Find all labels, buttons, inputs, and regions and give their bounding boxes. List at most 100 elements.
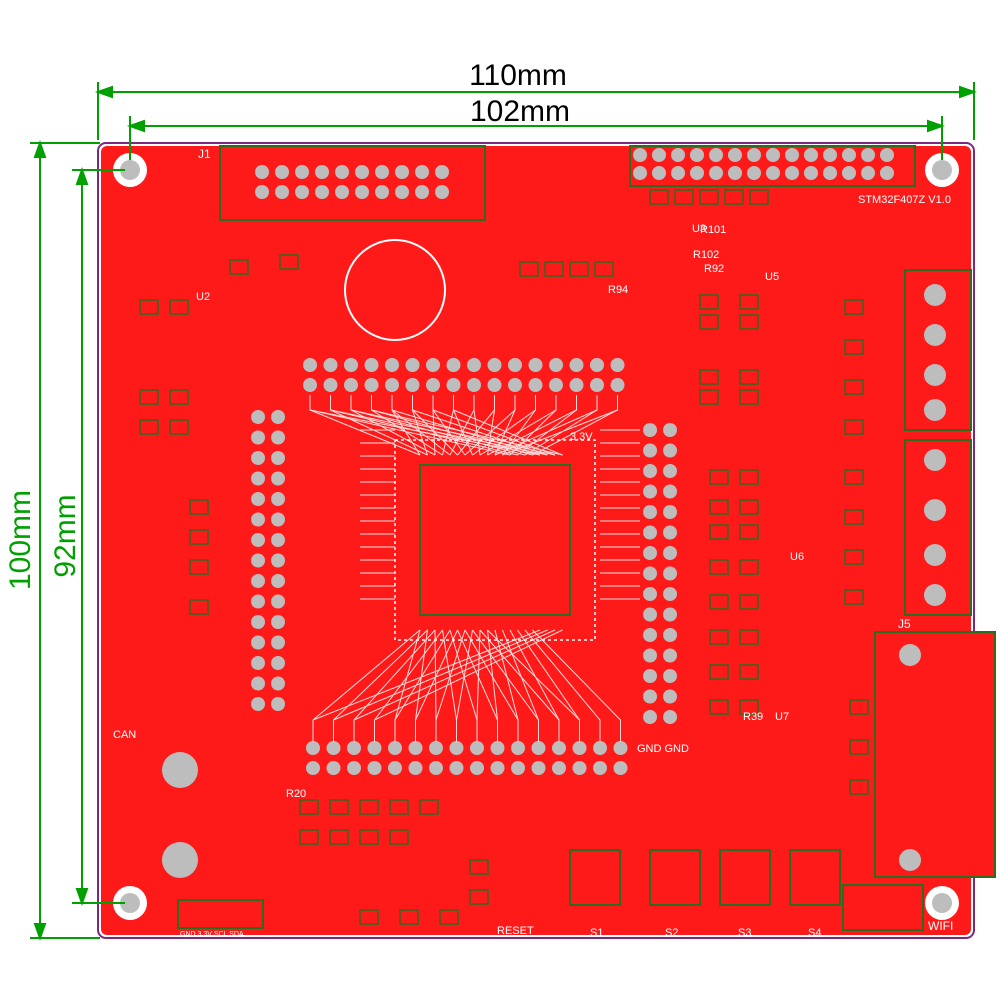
smd-pad <box>359 799 379 815</box>
smd-pad <box>849 739 869 755</box>
header-pin <box>271 430 285 445</box>
header-pin <box>652 148 666 162</box>
header-pin <box>405 358 420 372</box>
header-pin <box>785 166 799 180</box>
header-pin <box>251 553 265 568</box>
header-pin <box>643 484 657 499</box>
header-pin <box>251 471 265 486</box>
smd-pad <box>299 829 319 845</box>
smd-pad <box>699 314 719 330</box>
header-pin <box>367 741 382 755</box>
header-pin <box>408 761 423 775</box>
header-pin <box>663 689 677 704</box>
smd-pad <box>739 469 759 485</box>
header-pin <box>690 148 704 162</box>
header-pin <box>552 761 566 775</box>
header-pin <box>643 505 657 519</box>
label-s4: S4 <box>808 927 821 939</box>
smd-pad <box>329 799 349 815</box>
header-pin <box>663 525 677 540</box>
dimension-inner-height <box>72 167 125 906</box>
smd-pad <box>389 799 409 815</box>
smd-pad <box>749 189 769 205</box>
header-pin <box>593 741 607 755</box>
smd-pad <box>169 299 189 315</box>
smd-pad <box>229 259 249 275</box>
smd-pad <box>189 559 209 575</box>
smd-pad <box>739 294 759 310</box>
header-pin <box>531 761 546 775</box>
header-pin <box>643 669 657 683</box>
smd-pad <box>189 599 209 615</box>
label-gnd-gnd: GND GND <box>637 743 689 755</box>
header-pin <box>709 148 723 162</box>
header-bottom <box>306 741 628 775</box>
header-pin <box>643 587 657 601</box>
header-pin <box>861 166 875 180</box>
smd-pad <box>674 189 694 205</box>
header-connector-top <box>255 165 449 199</box>
header-pin <box>355 165 369 179</box>
smd-pad <box>849 779 869 795</box>
label-r92: R92 <box>704 263 724 275</box>
label-i2c-pins: GND 3.3V SCL SDA <box>180 931 244 938</box>
header-pin <box>610 378 625 392</box>
header-pin <box>487 358 502 372</box>
header-pin <box>880 166 894 180</box>
header-pin <box>251 615 265 629</box>
header-pin <box>326 741 341 755</box>
header-pin <box>385 358 399 372</box>
header-pin <box>395 185 409 199</box>
header-pin <box>347 761 361 775</box>
header-pin <box>435 185 449 199</box>
header-pin <box>663 587 677 601</box>
header-pin <box>569 358 584 372</box>
label-s3: S3 <box>738 927 751 939</box>
smd-pad <box>419 799 439 815</box>
header-pin <box>590 378 604 392</box>
label-j1: J1 <box>198 147 211 161</box>
header-pin <box>663 648 677 663</box>
header-pin <box>251 594 265 609</box>
header-pin <box>572 761 587 775</box>
header-pin <box>271 615 285 629</box>
header-pin <box>610 358 625 372</box>
header-pin <box>671 166 685 180</box>
label-j5: J5 <box>898 617 911 631</box>
header-pin <box>446 358 461 372</box>
label-board-name: STM32F407Z V1.0 <box>858 194 951 206</box>
header-pin <box>271 635 285 650</box>
smd-pad <box>739 369 759 385</box>
header-pin <box>364 378 379 392</box>
header-pin <box>306 741 320 755</box>
header-pin <box>344 378 358 392</box>
header-pin <box>467 358 481 372</box>
header-pin <box>251 430 265 445</box>
smd-pad <box>169 389 189 405</box>
header-pin <box>643 710 657 724</box>
label-s2: S2 <box>665 927 678 939</box>
header-pin <box>593 761 607 775</box>
header-pin <box>271 574 285 588</box>
smd-pad <box>139 389 159 405</box>
smd-pad <box>849 699 869 715</box>
label-u6: U6 <box>790 551 804 563</box>
smd-pad <box>699 294 719 310</box>
label-r101: R101 <box>700 224 726 236</box>
header-pin <box>690 166 704 180</box>
header-pin <box>271 656 285 670</box>
header-pin <box>271 594 285 609</box>
header-pin <box>663 669 677 683</box>
header-pin <box>643 525 657 540</box>
label-reset: RESET <box>497 925 534 937</box>
smd-pad <box>844 469 864 485</box>
header-pin <box>315 185 329 199</box>
header-pin <box>663 607 677 622</box>
dimension-inner-height-label: 92mm <box>49 494 82 577</box>
smd-pad <box>469 859 489 875</box>
smd-pad <box>844 589 864 605</box>
smd-pad <box>844 419 864 435</box>
smd-pad <box>329 829 349 845</box>
header-pin <box>364 358 379 372</box>
header-pin <box>449 741 464 755</box>
